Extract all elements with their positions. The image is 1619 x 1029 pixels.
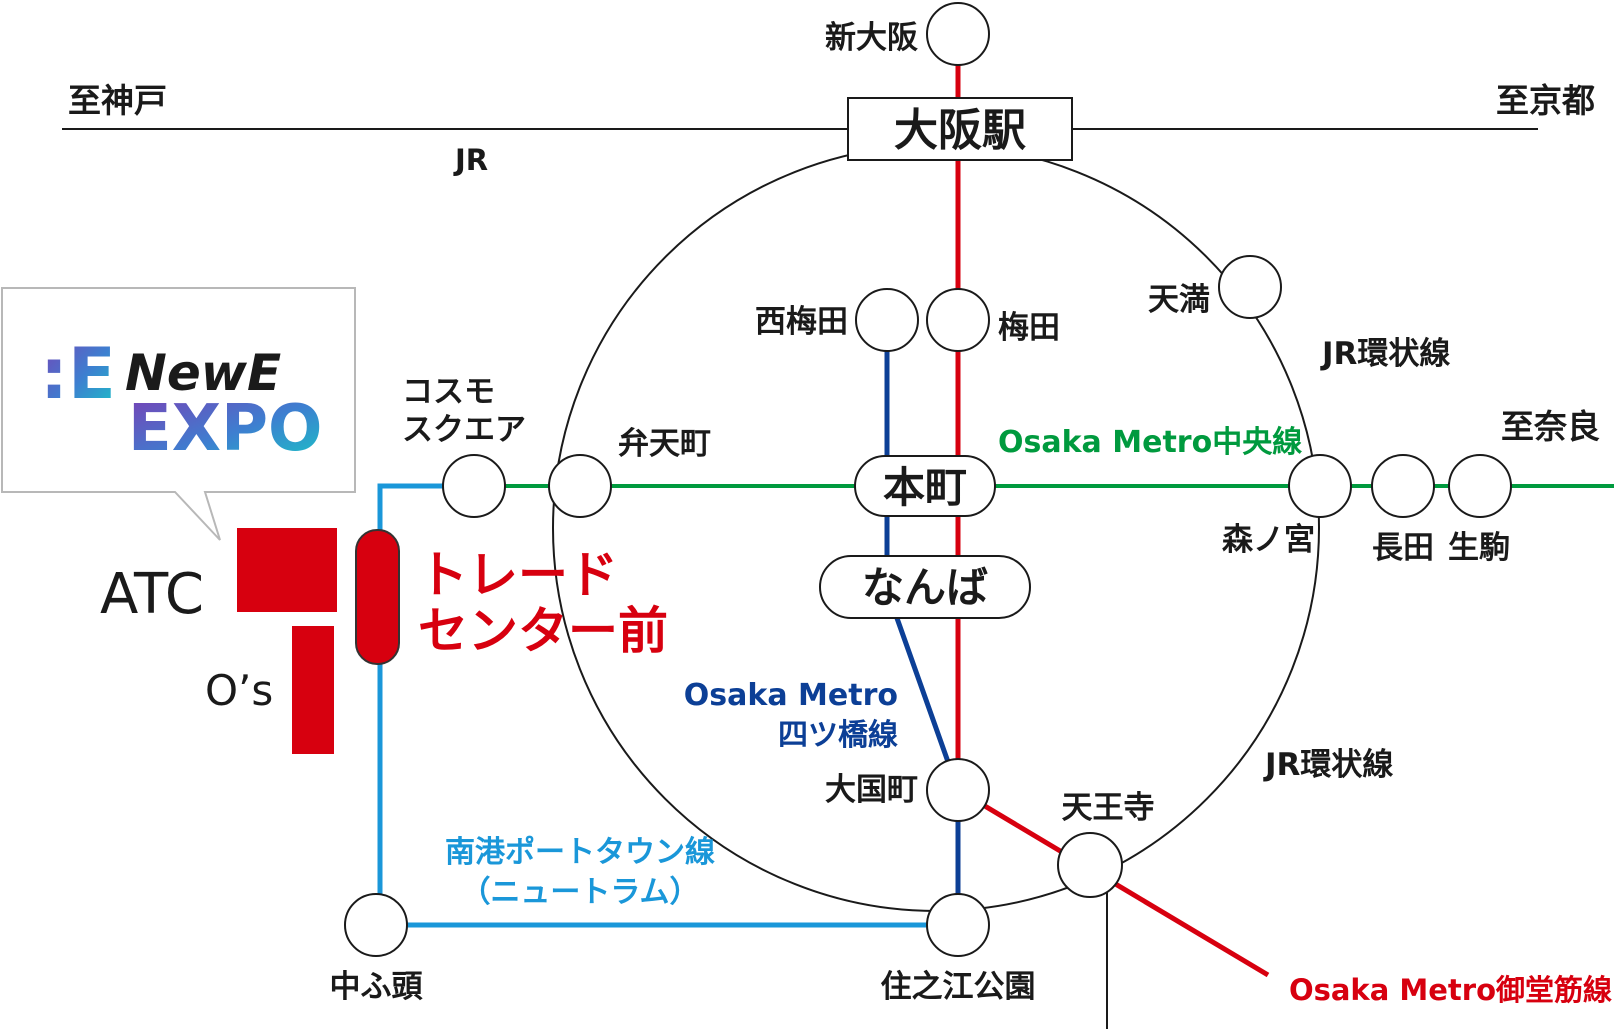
ikoma-station <box>1448 454 1512 518</box>
logo-name-text: NewE <box>125 344 281 402</box>
honmachi-station <box>854 455 996 517</box>
umeda-label: 梅田 <box>998 310 1060 346</box>
morinomiya-label: 森ノ宮 <box>1222 522 1315 558</box>
namba-station <box>819 555 1031 619</box>
bentencho-station <box>548 454 612 518</box>
nakafuto-station <box>344 893 408 957</box>
tennoji-station <box>1057 832 1123 898</box>
nagata-station <box>1371 454 1435 518</box>
direction-nara: 至奈良 <box>1501 407 1600 446</box>
direction-kyoto: 至京都 <box>1496 81 1595 120</box>
daikokucho-label: 大国町 <box>825 772 918 808</box>
ikoma-label: 生駒 <box>1448 530 1510 566</box>
os-building <box>292 626 334 754</box>
osaka-station <box>847 97 1073 161</box>
cosmo-square-label-line1: コスモ <box>402 374 495 410</box>
umeda-station <box>926 288 990 352</box>
honmachi-label: 本町 <box>883 463 967 512</box>
newtram-line-label-1: 南港ポートタウン線 <box>445 835 715 870</box>
newtram-line-label-2: （ニュートラム） <box>460 875 699 910</box>
logo-expo-text: EXPO <box>128 392 322 466</box>
suminoe-koen-label: 住之江公園 <box>881 969 1036 1005</box>
atc-label: ATC <box>100 562 204 627</box>
os-label: O’s <box>205 666 273 715</box>
tenma-label: 天満 <box>1148 282 1210 318</box>
newe-expo-logo: :E NewE EXPO <box>40 333 322 466</box>
trade-center-mae-label-line2: センター前 <box>418 602 668 660</box>
chuo-line-label: Osaka Metro中央線 <box>998 425 1302 460</box>
newtram-line <box>377 483 958 928</box>
tennoji-label: 天王寺 <box>1062 790 1155 826</box>
nishi-umeda-station <box>855 288 919 352</box>
bentencho-label: 弁天町 <box>618 426 711 462</box>
yotsubashi-line <box>884 320 961 925</box>
nishi-umeda-label: 西梅田 <box>755 304 848 340</box>
suminoe-koen-station <box>926 893 990 957</box>
namba-label: なんば <box>862 563 988 612</box>
midosuji-line-label: Osaka Metro御堂筋線 <box>1289 973 1612 1007</box>
nagata-label: 長田 <box>1372 530 1434 566</box>
nakafuto-label: 中ふ頭 <box>330 969 424 1005</box>
trade-center-mae-label-line1: トレード <box>418 546 618 604</box>
jr-loop-line-label-lower: JR環状線 <box>1263 747 1393 783</box>
osaka-station-label: 大阪駅 <box>894 105 1026 156</box>
logo-mark: :E <box>40 333 116 415</box>
daikokucho-station <box>926 758 990 822</box>
cosmo-square-station <box>442 454 506 518</box>
tenma-station <box>1218 255 1282 319</box>
atc-building <box>237 528 337 612</box>
direction-kobe: 至神戸 <box>68 81 167 120</box>
jr-loop-line-label-upper: JR環状線 <box>1320 336 1450 372</box>
yotsubashi-line-label-1: Osaka Metro <box>684 678 898 713</box>
jr-line-label: JR <box>453 143 488 177</box>
shin-osaka-station <box>926 2 990 66</box>
trade-center-mae-station <box>355 529 400 665</box>
yotsubashi-line-label-2: 四ツ橋線 <box>778 718 898 753</box>
shin-osaka-label: 新大阪 <box>825 20 918 56</box>
morinomiya-station <box>1288 454 1352 518</box>
cosmo-square-label-line2: スクエア <box>402 412 526 448</box>
logo-speech-bubble <box>1 287 356 541</box>
